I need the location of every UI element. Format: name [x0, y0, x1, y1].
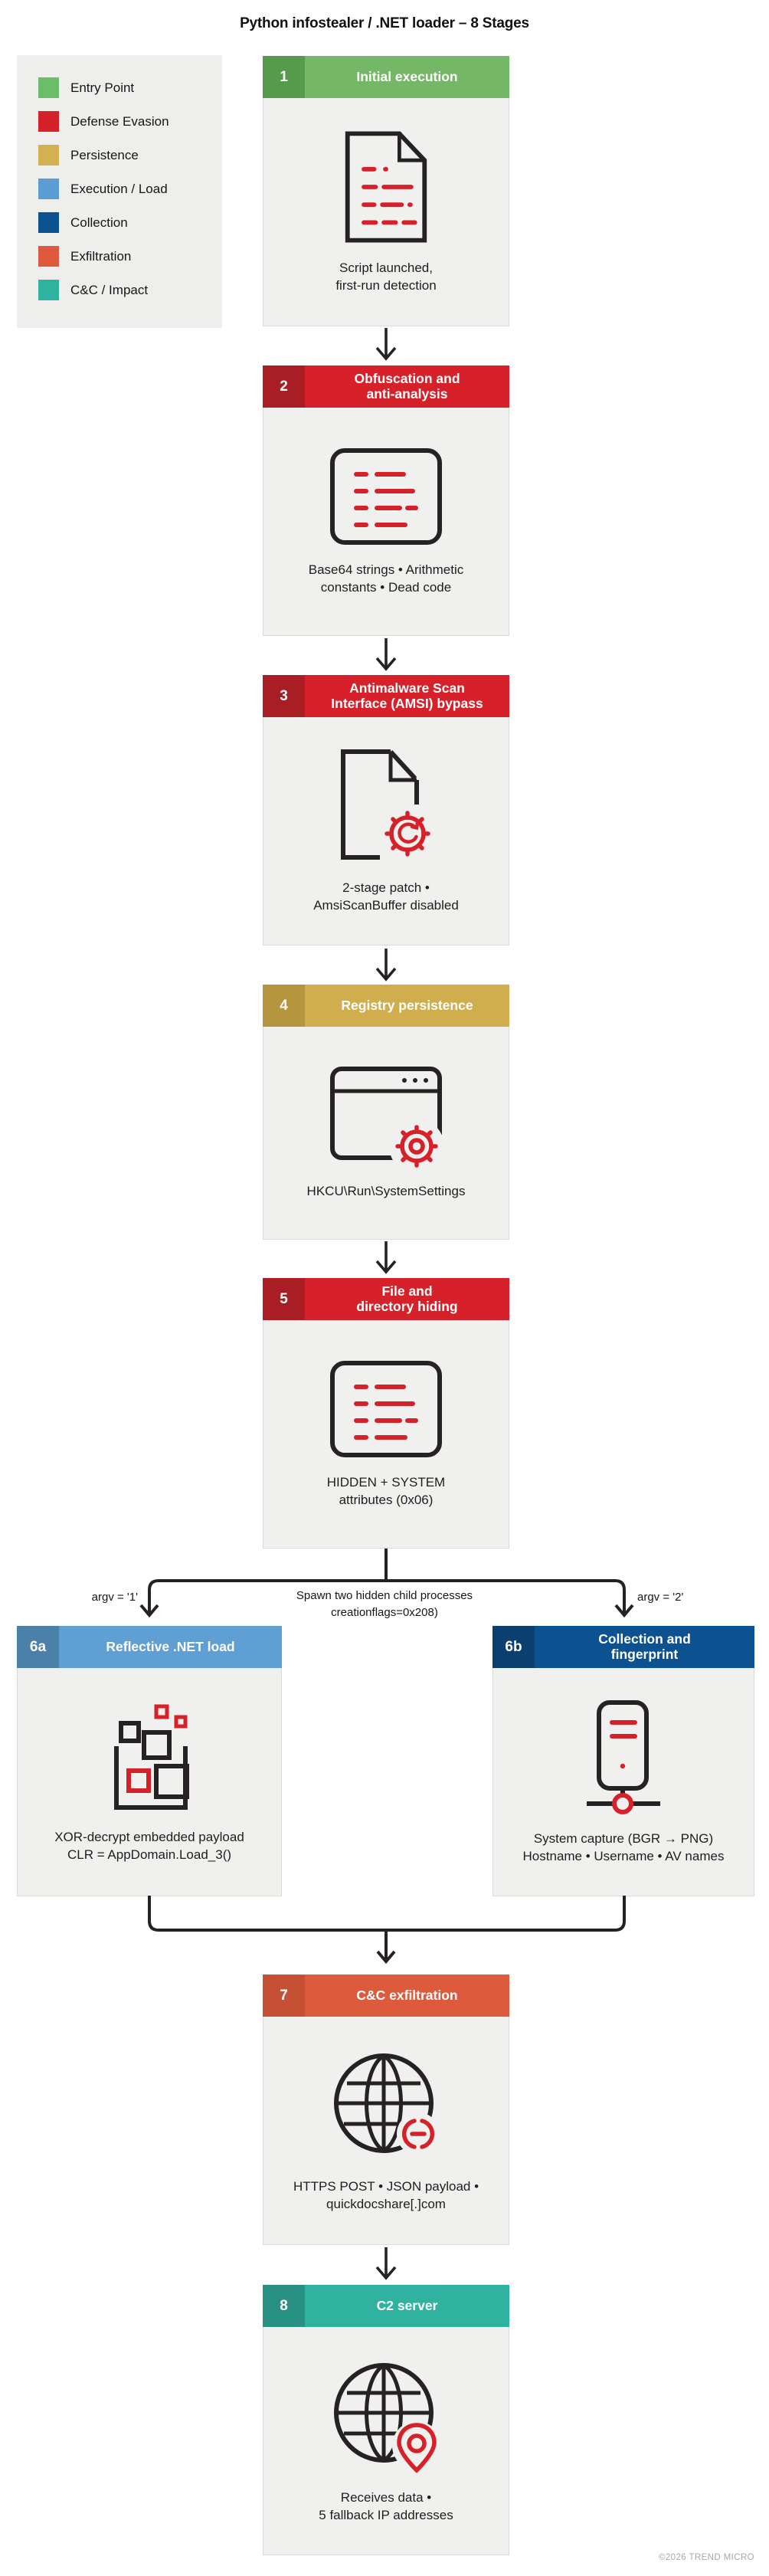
legend-item-persistence: Persistence: [38, 145, 222, 166]
stage-title: C2 server: [376, 2297, 438, 2313]
stage-6a-reflective-net-load: 6a Reflective .NET load XOR-decrypt embe…: [17, 1626, 282, 1896]
code-lines-icon: [330, 447, 442, 545]
arrow-down-icon: [375, 2247, 397, 2280]
stage-title: Obfuscation and anti-analysis: [354, 370, 460, 401]
stage-caption: HTTPS POST • JSON payload • quickdocshar…: [293, 2178, 479, 2211]
stage-title: Collection and fingerprint: [598, 1630, 691, 1662]
stage-caption: Script launched, first-run detection: [335, 260, 437, 293]
stage-1-header: 1 Initial execution: [263, 56, 509, 98]
stage-1-initial-execution: 1 Initial execution Script launched, fir…: [263, 56, 509, 326]
window-gear-icon: [330, 1067, 443, 1168]
stage-title: Antimalware Scan Interface (AMSI) bypass: [331, 680, 483, 711]
legend-item-execution-load: Execution / Load: [38, 179, 222, 199]
stage-4-body: HKCU\Run\SystemSettings: [263, 1027, 509, 1240]
assembly-blocks-icon: [114, 1704, 189, 1810]
stage-2-header: 2 Obfuscation and anti-analysis: [263, 365, 509, 408]
arrow-down-icon: [375, 949, 397, 982]
arrow-down-icon: [375, 638, 397, 671]
defense-evasion-swatch: [38, 111, 59, 132]
legend-label: Execution / Load: [70, 181, 168, 196]
stage-4-registry-persistence: 4 Registry persistence HKCU\Run\SystemSe…: [263, 985, 509, 1240]
stage-3-body: 2-stage patch • AmsiScanBuffer disabled: [263, 717, 509, 946]
legend-label: Entry Point: [70, 80, 135, 95]
stage-number: 1: [263, 56, 305, 98]
legend: Entry Point Defense Evasion Persistence …: [17, 55, 222, 328]
stage-title: Reflective .NET load: [106, 1638, 235, 1654]
legend-label: Collection: [70, 215, 128, 230]
branch-merge-connector: [148, 1896, 626, 1965]
stage-8-header: 8 C2 server: [263, 2285, 509, 2327]
collection-swatch: [38, 212, 59, 233]
execution-load-swatch: [38, 179, 59, 199]
legend-label: Defense Evasion: [70, 113, 169, 129]
stage-8-body: Receives data • 5 fallback IP addresses: [263, 2327, 509, 2555]
branch-center-label: Spawn two hidden child processes creatio…: [296, 1589, 473, 1619]
entry-point-swatch: [38, 77, 59, 98]
stage-5-file-hiding: 5 File and directory hiding HIDDEN + SYS…: [263, 1278, 509, 1549]
stage-5-body: HIDDEN + SYSTEM attributes (0x06): [263, 1320, 509, 1549]
arrow-down-icon: [375, 328, 397, 361]
legend-label: C&C / Impact: [70, 282, 149, 297]
script-document-icon: [345, 131, 427, 243]
stage-number: 3: [263, 675, 305, 717]
stage-number: 5: [263, 1278, 305, 1320]
stage-caption: HIDDEN + SYSTEM attributes (0x06): [326, 1474, 446, 1507]
stage-3-amsi-bypass: 3 Antimalware Scan Interface (AMSI) bypa…: [263, 675, 509, 946]
cc-impact-swatch: [38, 280, 59, 300]
branch-right-label: argv = '2': [637, 1591, 684, 1604]
stage-title: Registry persistence: [341, 997, 473, 1013]
stage-1-body: Script launched, first-run detection: [263, 98, 509, 326]
stage-title: Initial execution: [356, 68, 458, 84]
stage-number: 6b: [492, 1626, 535, 1668]
legend-item-exfiltration: Exfiltration: [38, 246, 222, 267]
stage-7-cc-exfiltration: 7 C&C exfiltration HTTPS POST • JSON pay…: [263, 1975, 509, 2245]
persistence-swatch: [38, 145, 59, 166]
stage-2-body: Base64 strings • Arithmetic constants • …: [263, 408, 509, 636]
legend-item-cc-impact: C&C / Impact: [38, 280, 222, 300]
stage-5-header: 5 File and directory hiding: [263, 1278, 509, 1320]
stage-7-header: 7 C&C exfiltration: [263, 1975, 509, 2017]
stage-title: C&C exfiltration: [356, 1987, 458, 2003]
branch-left-label: argv = '1': [91, 1591, 138, 1604]
stage-3-header: 3 Antimalware Scan Interface (AMSI) bypa…: [263, 675, 509, 717]
legend-label: Persistence: [70, 147, 139, 162]
stage-number: 4: [263, 985, 305, 1027]
legend-label: Exfiltration: [70, 248, 132, 264]
legend-item-defense-evasion: Defense Evasion: [38, 111, 222, 132]
exfiltration-swatch: [38, 246, 59, 267]
stage-title: File and directory hiding: [356, 1283, 458, 1314]
stage-7-body: HTTPS POST • JSON payload • quickdocshar…: [263, 2017, 509, 2245]
stage-6b-body: System capture (BGR → PNG) Hostname • Us…: [492, 1668, 754, 1896]
stage-caption: HKCU\Run\SystemSettings: [306, 1184, 466, 1199]
document-gear-icon: [341, 749, 436, 862]
page-title: Python infostealer / .NET loader – 8 Sta…: [240, 15, 529, 31]
stage-caption: 2-stage patch • AmsiScanBuffer disabled: [313, 880, 459, 913]
globe-pin-icon: [334, 2362, 441, 2473]
stage-8-c2-server: 8 C2 server Receives data • 5 fallback I…: [263, 2285, 509, 2555]
stage-caption: System capture (BGR → PNG) Hostname • Us…: [522, 1830, 725, 1863]
stage-caption: Base64 strings • Arithmetic constants • …: [308, 562, 464, 595]
stage-6a-header: 6a Reflective .NET load: [17, 1626, 282, 1668]
code-lines-icon: [330, 1360, 442, 1457]
copyright-note: ©2026 TREND MICRO: [659, 2553, 754, 2562]
legend-item-collection: Collection: [38, 212, 222, 233]
globe-link-icon: [334, 2053, 440, 2155]
legend-item-entry-point: Entry Point: [38, 77, 222, 98]
stage-6a-body: XOR-decrypt embedded payload CLR = AppDo…: [17, 1668, 282, 1896]
stage-caption: XOR-decrypt embedded payload CLR = AppDo…: [54, 1829, 244, 1862]
stage-number: 2: [263, 365, 305, 408]
stage-4-header: 4 Registry persistence: [263, 985, 509, 1027]
stage-2-obfuscation: 2 Obfuscation and anti-analysis Base64 s…: [263, 365, 509, 636]
branch-split-connector: [139, 1549, 634, 1618]
stage-caption: Receives data • 5 fallback IP addresses: [319, 2489, 453, 2522]
stage-number: 6a: [17, 1626, 59, 1668]
stage-6b-collection-fingerprint: 6b Collection and fingerprint System cap…: [492, 1626, 754, 1896]
stage-6b-header: 6b Collection and fingerprint: [492, 1626, 754, 1668]
arrow-down-icon: [375, 1241, 397, 1274]
stage-number: 8: [263, 2285, 305, 2327]
server-network-icon: [587, 1699, 660, 1814]
stage-number: 7: [263, 1975, 305, 2017]
